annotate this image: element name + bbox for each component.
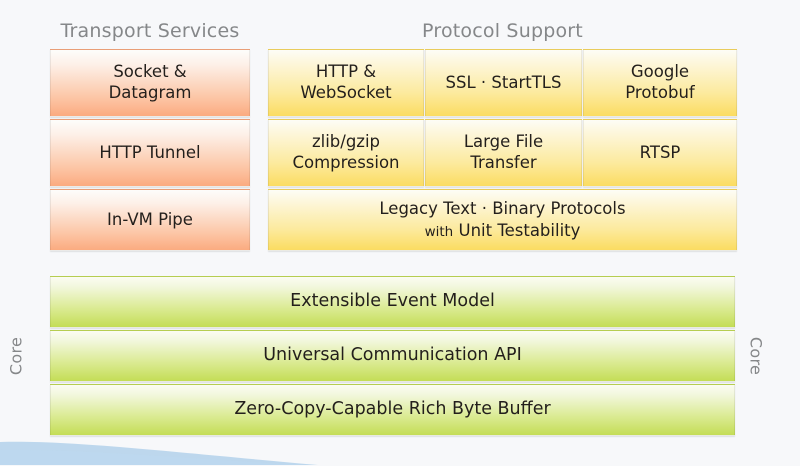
block-label: Legacy Text · Binary Protocols with Unit… — [373, 199, 631, 241]
block-rtsp: RTSP — [583, 119, 737, 187]
block-line-1: Legacy Text · Binary Protocols — [379, 198, 626, 218]
block-universal-communication-api: Universal Communication API — [50, 330, 735, 382]
block-line-1: zlib/gzip — [311, 132, 381, 152]
block-line-1: Large File — [463, 132, 544, 152]
block-line-2-emphasis: Unit Testability — [458, 220, 581, 240]
block-label: HTTP & WebSocket — [294, 62, 397, 103]
block-line-2: WebSocket — [300, 83, 392, 102]
block-label: Universal Communication API — [263, 345, 522, 366]
block-line-2-prefix: with — [424, 223, 454, 240]
block-label: Socket & Datagram — [103, 62, 198, 103]
core-side-label-left: Core — [6, 336, 26, 376]
block-label: Large File Transfer — [458, 132, 549, 173]
block-label: Extensible Event Model — [290, 291, 495, 312]
block-line-1: Socket & — [113, 62, 187, 82]
block-http-tunnel: HTTP Tunnel — [50, 119, 250, 187]
block-ssl-starttls: SSL · StartTLS — [425, 49, 582, 117]
block-label: In-VM Pipe — [107, 209, 193, 229]
block-line-2: with Unit Testability — [379, 221, 625, 242]
block-line-1: Google — [630, 62, 690, 82]
block-in-vm-pipe: In-VM Pipe — [50, 189, 250, 251]
block-line-2: Compression — [292, 153, 400, 172]
block-line-2: Transfer — [470, 153, 537, 172]
block-large-file-transfer: Large File Transfer — [425, 119, 582, 187]
block-label: zlib/gzip Compression — [286, 132, 405, 173]
block-label: SSL · StartTLS — [445, 72, 562, 92]
block-label: HTTP Tunnel — [99, 142, 201, 162]
section-heading-transport-services: Transport Services — [60, 20, 240, 42]
decorative-wave — [0, 436, 330, 466]
block-http-websocket: HTTP & WebSocket — [268, 49, 424, 117]
block-socket-datagram: Socket & Datagram — [50, 49, 250, 117]
block-google-protobuf: Google Protobuf — [583, 49, 737, 117]
block-legacy-text-binary-protocols: Legacy Text · Binary Protocols with Unit… — [268, 189, 737, 251]
block-zlib-gzip-compression: zlib/gzip Compression — [268, 119, 424, 187]
core-side-label-right: Core — [746, 336, 766, 376]
block-extensible-event-model: Extensible Event Model — [50, 276, 735, 328]
block-line-1: HTTP & — [315, 62, 377, 82]
block-label: RTSP — [639, 142, 681, 162]
block-line-2: Datagram — [108, 83, 192, 102]
block-line-2: Protobuf — [625, 83, 695, 102]
block-zero-copy-rich-byte-buffer: Zero-Copy-Capable Rich Byte Buffer — [50, 384, 735, 436]
block-label: Google Protobuf — [619, 62, 700, 103]
block-label: Zero-Copy-Capable Rich Byte Buffer — [234, 399, 551, 420]
section-heading-protocol-support: Protocol Support — [422, 20, 583, 42]
